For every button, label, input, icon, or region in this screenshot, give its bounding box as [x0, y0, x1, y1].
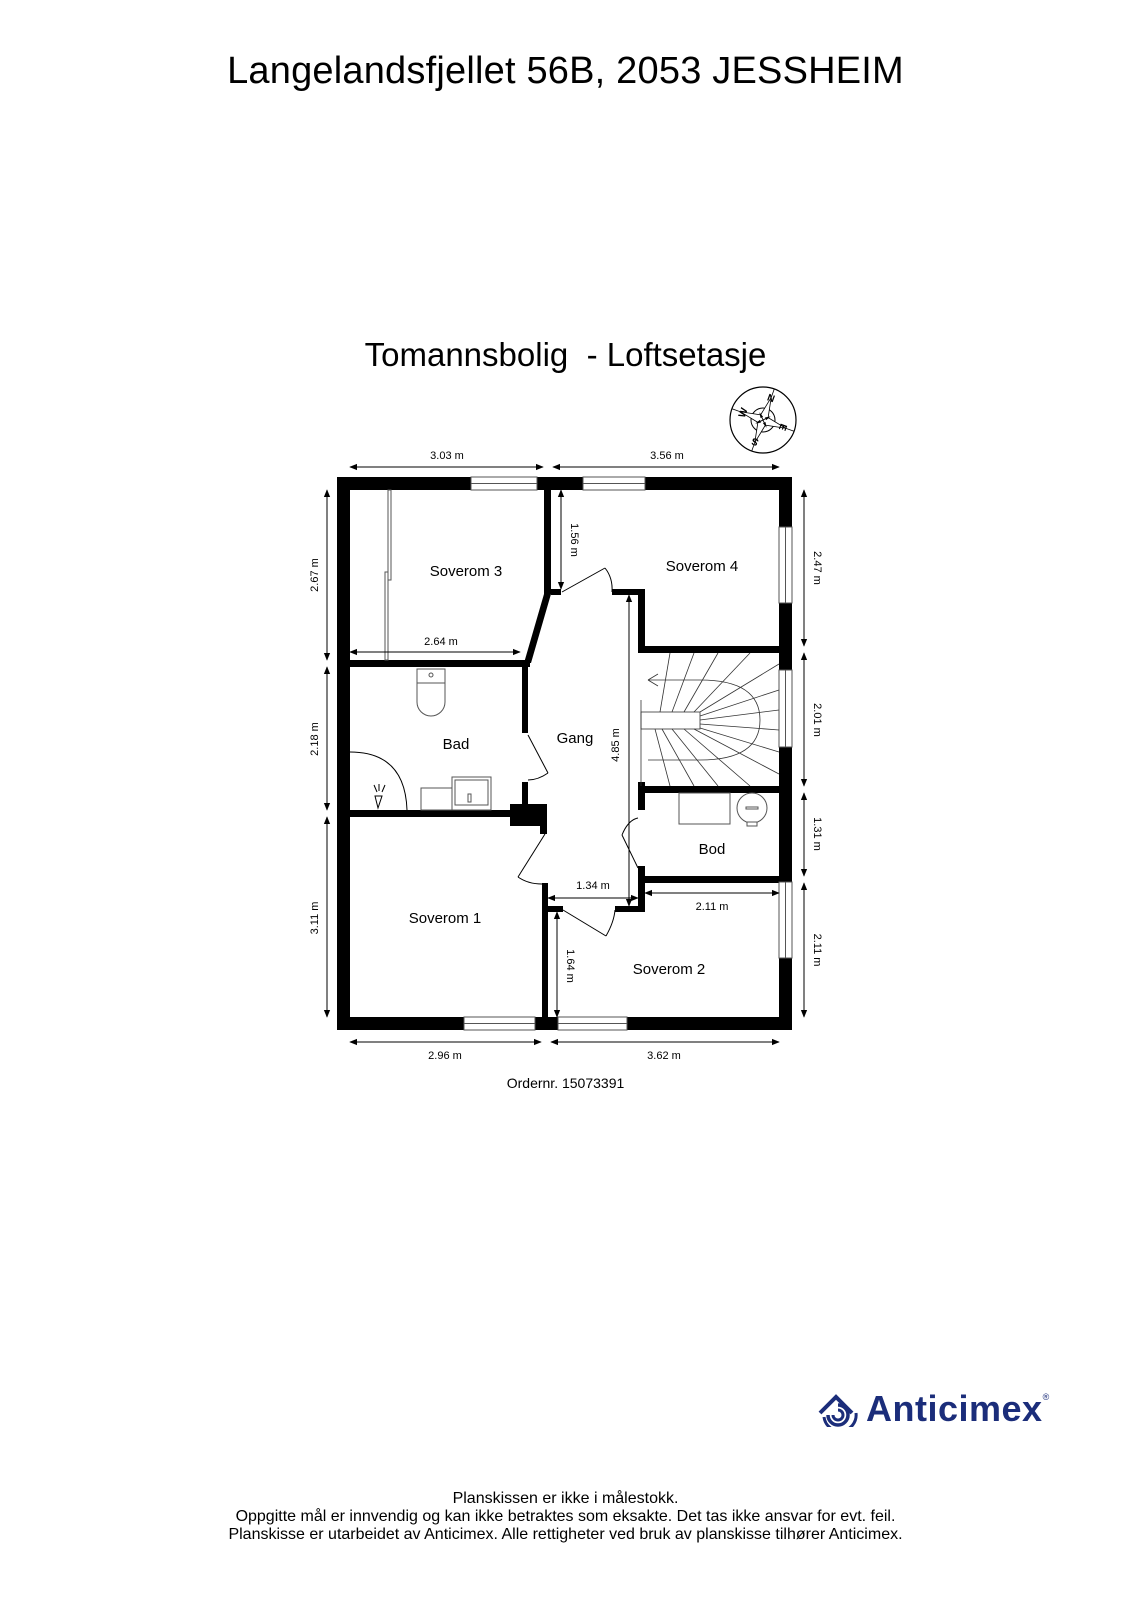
- dimension-lines: [323, 463, 808, 1046]
- dim-bottom-left: 2.96 m: [428, 1050, 462, 1062]
- room-bad: Bad: [443, 736, 470, 753]
- order-number: Ordernr. 15073391: [506, 1075, 625, 1091]
- room-gang: Gang: [557, 730, 594, 747]
- dim-right-soverom2: 2.11 m: [811, 934, 823, 967]
- compass-n: N: [765, 392, 776, 405]
- dim-bottom-right: 3.62 m: [647, 1050, 681, 1062]
- shower-icon: [349, 751, 408, 811]
- floor-name: Loftsetasje: [606, 336, 767, 373]
- compass-e: E: [776, 422, 789, 432]
- room-soverom4: Soverom 4: [666, 558, 739, 575]
- building-type: Tomannsbolig: [364, 336, 569, 373]
- address-title: Langelandsfjellet 56B, 2053 JESSHEIM: [227, 50, 904, 92]
- dim-left-soverom1: 3.11 m: [309, 902, 321, 935]
- room-bod: Bod: [699, 841, 726, 858]
- walls: [337, 477, 792, 1030]
- dim-top-left: 3.03 m: [430, 450, 464, 462]
- storage-box-icon: [678, 792, 731, 825]
- disclaimer-line-2: Oppgitte mål er innvendig og kan ikke be…: [235, 1508, 896, 1525]
- compass-w: W: [737, 406, 751, 419]
- dim-top-right: 3.56 m: [650, 450, 684, 462]
- room-soverom3: Soverom 3: [430, 563, 503, 580]
- dim-soverom2-width: 2.11 m: [696, 901, 729, 913]
- windows: [463, 476, 793, 1031]
- brand-name: Anticimex: [866, 1388, 1043, 1429]
- dim-right-bod: 1.31 m: [811, 817, 823, 851]
- room-soverom2: Soverom 2: [633, 961, 706, 978]
- disclaimer: Planskissen er ikke i målestokk. Oppgitt…: [0, 1490, 1131, 1544]
- anticimex-logo: Anticimex ®: [816, 1388, 1049, 1430]
- staircase-icon: [640, 652, 780, 787]
- floor-subtitle: Tomannsbolig - Loftsetasje: [0, 336, 1131, 374]
- washing-machine-icon: [420, 787, 453, 811]
- water-heater-icon: [736, 792, 768, 827]
- dim-gang-width: 1.34 m: [576, 880, 610, 892]
- dim-soverom4-depth: 1.56 m: [568, 523, 580, 557]
- dim-soverom3-width: 2.64 m: [424, 636, 458, 648]
- room-soverom1: Soverom 1: [409, 910, 482, 927]
- dim-right-soverom4: 2.47 m: [811, 551, 823, 585]
- anticimex-logo-icon: [818, 1394, 858, 1427]
- disclaimer-line-1: Planskissen er ikke i målestokk.: [452, 1490, 679, 1507]
- sink-icon: [451, 776, 492, 811]
- dim-right-stair: 2.01 m: [811, 703, 823, 737]
- toilet-icon: [416, 668, 446, 717]
- dim-gang-length: 4.85 m: [610, 728, 622, 762]
- subtitle-separator: -: [568, 336, 607, 373]
- registered-mark: ®: [1042, 1392, 1050, 1402]
- disclaimer-line-3: Planskisse er utarbeidet av Anticimex. A…: [228, 1526, 903, 1543]
- compass-rose-icon: N E S W: [729, 386, 797, 454]
- dim-soverom2-depth: 1.64 m: [564, 949, 576, 983]
- compass-s: S: [750, 435, 760, 448]
- dim-left-bad: 2.18 m: [309, 722, 321, 756]
- wardrobe-icon: [384, 489, 392, 661]
- dim-left-soverom3: 2.67 m: [309, 558, 321, 592]
